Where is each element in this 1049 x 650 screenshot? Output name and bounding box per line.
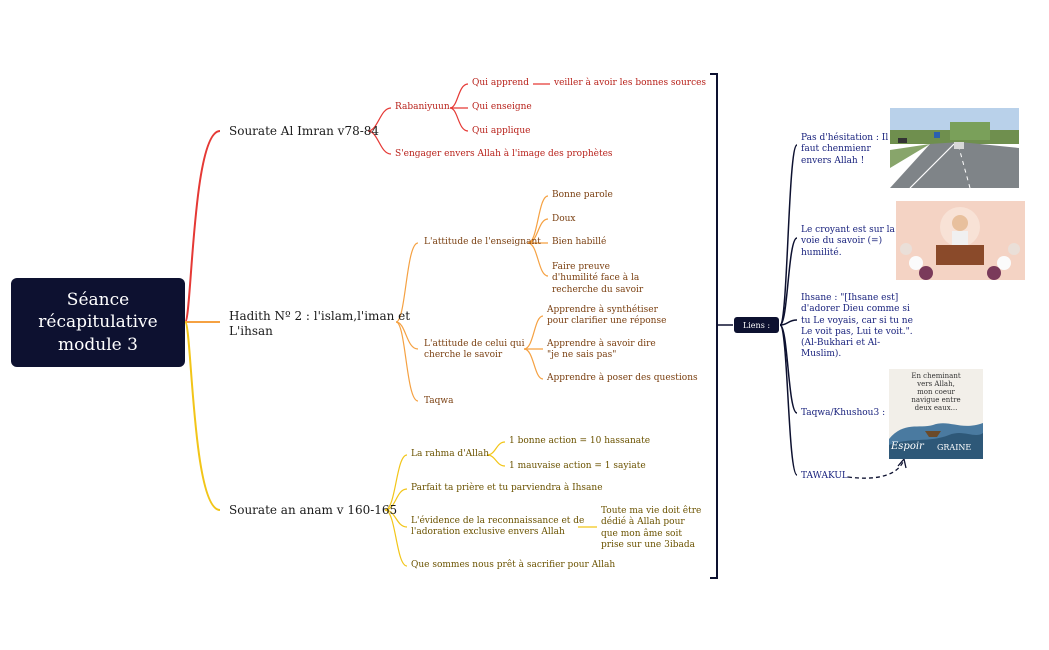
node-rahma[interactable]: La rahma d'Allah bbox=[411, 449, 490, 459]
node-bonne-parole[interactable]: Bonne parole bbox=[552, 190, 613, 200]
node-apprendre-synthetiser[interactable]: Apprendre à synthétiser pour clarifier u… bbox=[547, 305, 667, 327]
node-mauvaise-action[interactable]: 1 mauvaise action = 1 sayiate bbox=[509, 461, 646, 471]
poster-brand-graine: GRAINE bbox=[937, 443, 972, 452]
node-taqwa[interactable]: Taqwa bbox=[424, 396, 454, 406]
liens-taqwa-khushou[interactable]: Taqwa/Khushou3 : bbox=[801, 408, 886, 418]
central-topic[interactable]: Séance récapitulative module 3 bbox=[11, 278, 185, 367]
branch-an-anam[interactable]: Sourate an anam v 160-165 bbox=[229, 503, 398, 517]
node-evidence[interactable]: L'évidence de la reconnaissance et de l'… bbox=[411, 516, 585, 538]
node-bien-habille[interactable]: Bien habillé bbox=[552, 237, 607, 247]
liens-croyant[interactable]: Le croyant est sur la voie du savoir (=)… bbox=[801, 225, 895, 258]
node-rabaniyuun[interactable]: Rabaniyuun bbox=[395, 102, 450, 112]
node-liens[interactable]: Liens : bbox=[734, 317, 779, 333]
node-apprendre-savoir[interactable]: Apprendre à savoir dire "je ne sais pas" bbox=[547, 339, 656, 361]
node-attitude-cherche[interactable]: L'attitude de celui qui cherche le savoi… bbox=[424, 339, 525, 361]
poster-brand-espoir: Espoir bbox=[891, 441, 924, 452]
node-apprendre-poser[interactable]: Apprendre à poser des questions bbox=[547, 373, 698, 383]
branch-al-imran[interactable]: Sourate Al Imran v78-84 bbox=[229, 124, 380, 138]
node-doux[interactable]: Doux bbox=[552, 214, 576, 224]
node-faire-preuve[interactable]: Faire preuve d'humilité face à la recher… bbox=[552, 262, 644, 295]
node-bonne-action[interactable]: 1 bonne action = 10 hassanate bbox=[509, 436, 651, 446]
node-qui-enseigne[interactable]: Qui enseigne bbox=[472, 102, 532, 112]
road-image[interactable] bbox=[890, 108, 1019, 188]
node-qui-applique[interactable]: Qui applique bbox=[472, 126, 531, 136]
liens-tawakul[interactable]: TAWAKUL bbox=[801, 471, 848, 481]
node-sengager[interactable]: S'engager envers Allah à l'image des pro… bbox=[395, 149, 613, 159]
espoir-graine-poster[interactable]: En cheminant vers Allah, mon coeur navig… bbox=[889, 369, 983, 459]
poster-text: En cheminant vers Allah, mon coeur navig… bbox=[911, 372, 961, 413]
branch-hadith-2[interactable]: Hadith Nº 2 : l'islam,l'iman et L'ihsan bbox=[229, 309, 411, 338]
node-que-sommes[interactable]: Que sommes nous prêt à sacrifier pour Al… bbox=[411, 560, 616, 570]
node-attitude-enseignant[interactable]: L'attitude de l'enseignant bbox=[424, 237, 541, 247]
node-parfait-priere[interactable]: Parfait ta prière et tu parviendra à Ihs… bbox=[411, 483, 603, 493]
teacher-illustration[interactable] bbox=[896, 201, 1025, 280]
node-toute-ma-vie[interactable]: Toute ma vie doit être dédié à Allah pou… bbox=[601, 506, 702, 550]
node-veiller[interactable]: veiller à avoir les bonnes sources bbox=[554, 78, 707, 88]
liens-pas-hesitation[interactable]: Pas d'hésitation : Il faut chenmienr env… bbox=[801, 133, 889, 166]
node-qui-apprend[interactable]: Qui apprend bbox=[472, 78, 529, 88]
liens-ihsane[interactable]: Ihsane : "[Ihsane est] d'adorer Dieu com… bbox=[801, 293, 913, 360]
